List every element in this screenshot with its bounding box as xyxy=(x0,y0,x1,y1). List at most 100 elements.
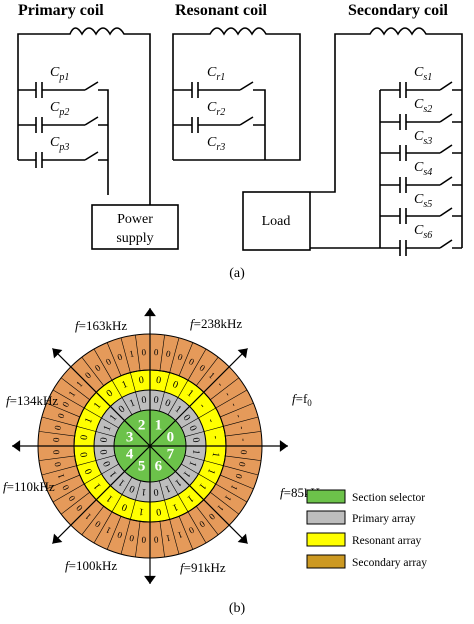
secondary-bit: 0 xyxy=(116,351,124,362)
secondary-bit: - xyxy=(216,380,225,389)
secondary-bit: 0 xyxy=(165,348,172,359)
resonant-bit: 1 xyxy=(104,492,115,504)
secondary-bit: 1 xyxy=(128,348,134,359)
resonant-bit: 0 xyxy=(79,434,91,440)
primary-bit: 1 xyxy=(141,486,147,498)
secondary-bit: 1 xyxy=(74,379,84,389)
secondary-bit: 1 xyxy=(207,370,217,380)
axis-arrowhead xyxy=(12,440,21,452)
primary-bit: 1 xyxy=(101,424,113,433)
sector-4: 4 xyxy=(126,446,134,462)
secondary-bit: 0 xyxy=(52,461,63,468)
primary-bit: 1 xyxy=(108,413,120,424)
primary-bit: 1 xyxy=(173,477,184,489)
primary-bit: 0 xyxy=(153,395,159,407)
primary-coil-circuit xyxy=(17,27,179,250)
axis-arrowhead xyxy=(144,575,156,584)
resonant-bit: 1 xyxy=(120,379,129,391)
secondary-bit: 0 xyxy=(52,424,63,431)
primary-inductor xyxy=(17,27,151,205)
resonant-coil-circuit xyxy=(172,27,301,161)
secondary-bit: 1 xyxy=(176,530,183,541)
figure-a-label: (a) xyxy=(229,266,245,281)
axis-arrowhead xyxy=(237,533,248,544)
secondary-bit: 0 xyxy=(154,347,160,357)
freq-label-1: f=238kHz xyxy=(190,316,242,331)
secondary-bit: 0 xyxy=(233,472,244,480)
secondary-left-rail xyxy=(310,42,336,193)
resonant-bit: 1 xyxy=(92,400,104,411)
secondary-bit: 1 xyxy=(215,503,225,513)
cap-label-s5: Cs5 xyxy=(414,192,432,210)
secondary-bit: 0 xyxy=(51,437,61,443)
primary-bit: 1 xyxy=(117,477,128,489)
primary-bit: 0 xyxy=(128,482,137,494)
secondary-bit: 0 xyxy=(237,461,248,468)
primary-bank xyxy=(18,81,109,195)
secondary-bit: - xyxy=(229,401,239,408)
cap-label-r2: Cr2 xyxy=(207,100,225,118)
resonant-bit: 1 xyxy=(92,481,104,492)
legend-swatch-3 xyxy=(306,554,346,569)
resonant-bit: 0 xyxy=(83,467,95,476)
cap-label-s6: Cs6 xyxy=(414,223,432,241)
secondary-bit: 0 xyxy=(60,483,71,492)
resonant-coil-title: Resonant coil xyxy=(175,2,268,19)
secondary-bit: 0 xyxy=(141,535,147,545)
circuit-diagram xyxy=(17,27,463,256)
secondary-bit: 1 xyxy=(229,483,240,491)
cap-label-p1: Cp1 xyxy=(50,65,69,83)
frequency-labels: f=f0f=238kHzf=163kHzf=134kHzf=110kHzf=10… xyxy=(3,316,326,575)
primary-bit: 0 xyxy=(101,459,113,468)
primary-bit: 1 xyxy=(186,459,198,468)
secondary-bit: 0 xyxy=(128,533,135,544)
power-supply-label-1: Power xyxy=(117,212,153,227)
secondary-bit: 0 xyxy=(197,519,207,530)
primary-bit: 1 xyxy=(108,469,120,480)
secondary-bit: 0 xyxy=(83,370,93,381)
sector-5: 5 xyxy=(138,458,146,474)
secondary-bit: 0 xyxy=(141,347,147,357)
resonant-bit: 1 xyxy=(196,481,208,492)
cap-label-s2: Cs2 xyxy=(414,97,432,115)
secondary-bit: 0 xyxy=(93,518,103,529)
freq-label-5: f=100kHz xyxy=(65,558,117,573)
resonant-bit: 1 xyxy=(185,388,196,400)
freq-label-4: f=110kHz xyxy=(3,479,55,494)
sector-7: 7 xyxy=(167,446,175,462)
primary-bit: 0 xyxy=(153,486,159,498)
cap-label-s1: Cs1 xyxy=(414,65,432,83)
primary-bit: 1 xyxy=(173,404,184,416)
cap-label-s3: Cs3 xyxy=(414,129,432,147)
secondary-coil-title: Secondary coil xyxy=(348,2,449,19)
primary-bit: 0 xyxy=(186,424,198,433)
legend-label-0: Section selector xyxy=(352,492,425,504)
secondary-bit: 1 xyxy=(56,472,67,479)
secondary-bit: - xyxy=(239,438,249,442)
sector-1: 1 xyxy=(155,418,163,434)
resonant-bit: 0 xyxy=(155,375,161,387)
resonant-bit: 0 xyxy=(138,375,144,387)
secondary-bit: 0 xyxy=(153,535,159,545)
primary-bit: 0 xyxy=(99,437,111,443)
legend-label-1: Primary array xyxy=(352,513,416,525)
sector-3: 3 xyxy=(126,430,134,446)
secondary-bit: - xyxy=(234,413,244,419)
secondary-bit: 0 xyxy=(56,412,67,420)
figure-b-label: (b) xyxy=(229,601,246,616)
secondary-bit: 1 xyxy=(83,511,93,521)
power-supply-label-2: supply xyxy=(116,231,153,246)
secondary-bit: 1 xyxy=(66,389,77,398)
secondary-bit: 0 xyxy=(198,362,208,373)
primary-bit: 1 xyxy=(128,397,137,409)
secondary-bit: 0 xyxy=(116,529,124,540)
axis-arrowhead xyxy=(279,440,288,452)
cap-label-s4: Cs4 xyxy=(414,160,432,178)
secondary-bit: 0 xyxy=(60,400,71,409)
sector-6: 6 xyxy=(155,458,163,474)
